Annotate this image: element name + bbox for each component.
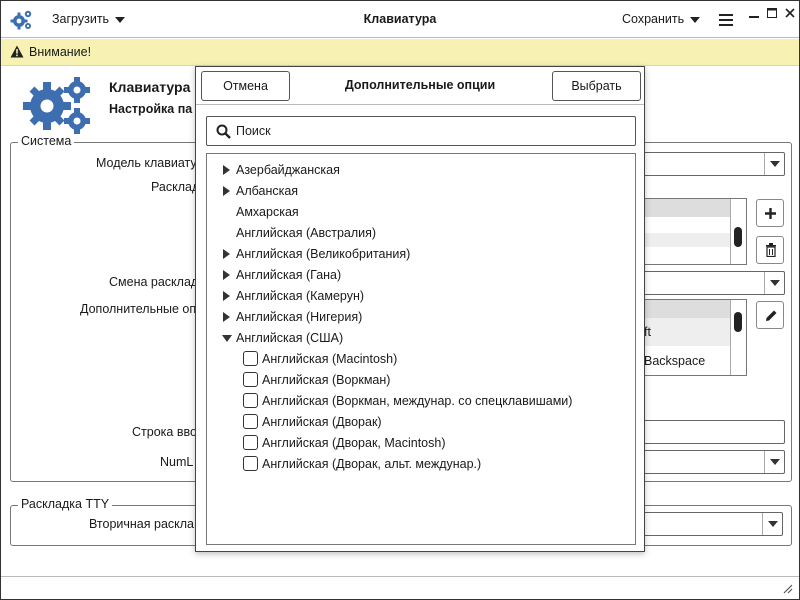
search-icon <box>216 124 231 139</box>
checkbox[interactable] <box>243 393 258 408</box>
chevron-down-icon <box>762 513 782 535</box>
expand-arrow-icon[interactable] <box>223 291 230 301</box>
layout-list[interactable] <box>641 198 747 265</box>
extra-options-scrollbar[interactable] <box>730 300 746 375</box>
page-title: Клавиатура <box>109 79 191 95</box>
keyboard-settings-gear-icon <box>23 77 90 134</box>
popup-title: Дополнительные опции <box>344 78 496 92</box>
warning-text: Внимание! <box>29 45 92 59</box>
close-icon[interactable] <box>785 8 795 18</box>
plus-icon <box>765 208 776 219</box>
warning-bar: Внимание! <box>1 39 799 66</box>
popup-header: Отмена Дополнительные опции Выбрать <box>196 67 644 105</box>
chevron-down-icon <box>764 272 784 294</box>
chevron-down-icon <box>764 153 784 175</box>
list-item[interactable]: ft <box>642 318 732 346</box>
secondary-layout-label: Вторичная раскла <box>89 517 195 531</box>
extra-options-label: Дополнительные оп <box>80 302 197 316</box>
chevron-down-icon <box>115 16 126 23</box>
secondary-layout-combo[interactable] <box>641 512 783 536</box>
resize-grip-icon[interactable] <box>783 584 793 594</box>
compose-string-input[interactable] <box>641 420 785 444</box>
layout-switch-combo[interactable] <box>641 271 785 295</box>
page-subtitle: Настройка па <box>109 102 193 116</box>
layout-list-scrollbar[interactable] <box>730 199 746 264</box>
numlock-combo[interactable] <box>641 450 785 474</box>
save-menu-label: Сохранить <box>622 12 685 26</box>
maximize-icon[interactable] <box>767 8 777 18</box>
numlock-label: NumL <box>160 455 194 469</box>
expand-arrow-icon[interactable] <box>223 165 230 175</box>
remove-layout-button[interactable] <box>756 236 784 264</box>
pencil-icon <box>766 310 777 321</box>
layout-list-row[interactable] <box>642 233 732 247</box>
list-item[interactable]: Backspace <box>644 354 706 368</box>
compose-string-label: Строка вво <box>132 425 197 439</box>
edit-options-button[interactable] <box>756 301 784 329</box>
options-tree: Азербайджанская Албанская Амхарская Англ… <box>206 153 636 545</box>
scrollbar-thumb[interactable] <box>734 312 742 332</box>
app-gear-icon <box>10 10 32 30</box>
select-button[interactable]: Выбрать <box>552 71 641 101</box>
expand-arrow-icon[interactable] <box>223 270 230 280</box>
expand-arrow-icon[interactable] <box>223 312 230 322</box>
load-menu-label: Загрузить <box>52 12 110 26</box>
keyboard-model-label: Модель клавиату <box>96 156 197 170</box>
cancel-button[interactable]: Отмена <box>201 71 290 101</box>
trash-icon <box>766 243 776 257</box>
window-title: Клавиатура <box>363 12 437 26</box>
load-menu-button[interactable]: Загрузить <box>52 12 126 26</box>
save-menu-button[interactable]: Сохранить <box>622 12 701 26</box>
checkbox[interactable] <box>243 456 258 471</box>
title-bar: Загрузить Клавиатура Сохранить <box>1 1 799 38</box>
system-group-legend: Система <box>18 134 75 148</box>
expand-arrow-icon[interactable] <box>223 249 230 259</box>
list-item[interactable] <box>642 300 732 318</box>
additional-options-popup: Отмена Дополнительные опции Выбрать Поис… <box>195 66 645 552</box>
layout-label: Расклад <box>151 180 200 194</box>
checkbox[interactable] <box>243 414 258 429</box>
status-bar <box>1 576 799 599</box>
add-layout-button[interactable] <box>756 199 784 227</box>
minimize-icon[interactable] <box>749 8 759 18</box>
scrollbar-thumb[interactable] <box>734 227 742 247</box>
chevron-down-icon <box>690 16 701 23</box>
tty-group-legend: Раскладка TTY <box>18 497 113 511</box>
checkbox[interactable] <box>243 435 258 450</box>
checkbox[interactable] <box>243 372 258 387</box>
layout-list-row[interactable] <box>642 199 732 217</box>
layout-switch-label: Смена расклад <box>109 275 199 289</box>
search-placeholder: Поиск <box>236 124 271 138</box>
checkbox[interactable] <box>243 351 258 366</box>
expand-arrow-icon[interactable] <box>223 186 230 196</box>
warning-icon <box>10 45 24 58</box>
hamburger-menu-icon[interactable] <box>719 14 733 26</box>
extra-options-list[interactable]: ft Backspace <box>641 299 747 376</box>
keyboard-model-combo[interactable] <box>641 152 785 176</box>
chevron-down-icon <box>764 451 784 473</box>
collapse-arrow-icon[interactable] <box>222 335 232 342</box>
search-input[interactable]: Поиск <box>206 116 636 146</box>
